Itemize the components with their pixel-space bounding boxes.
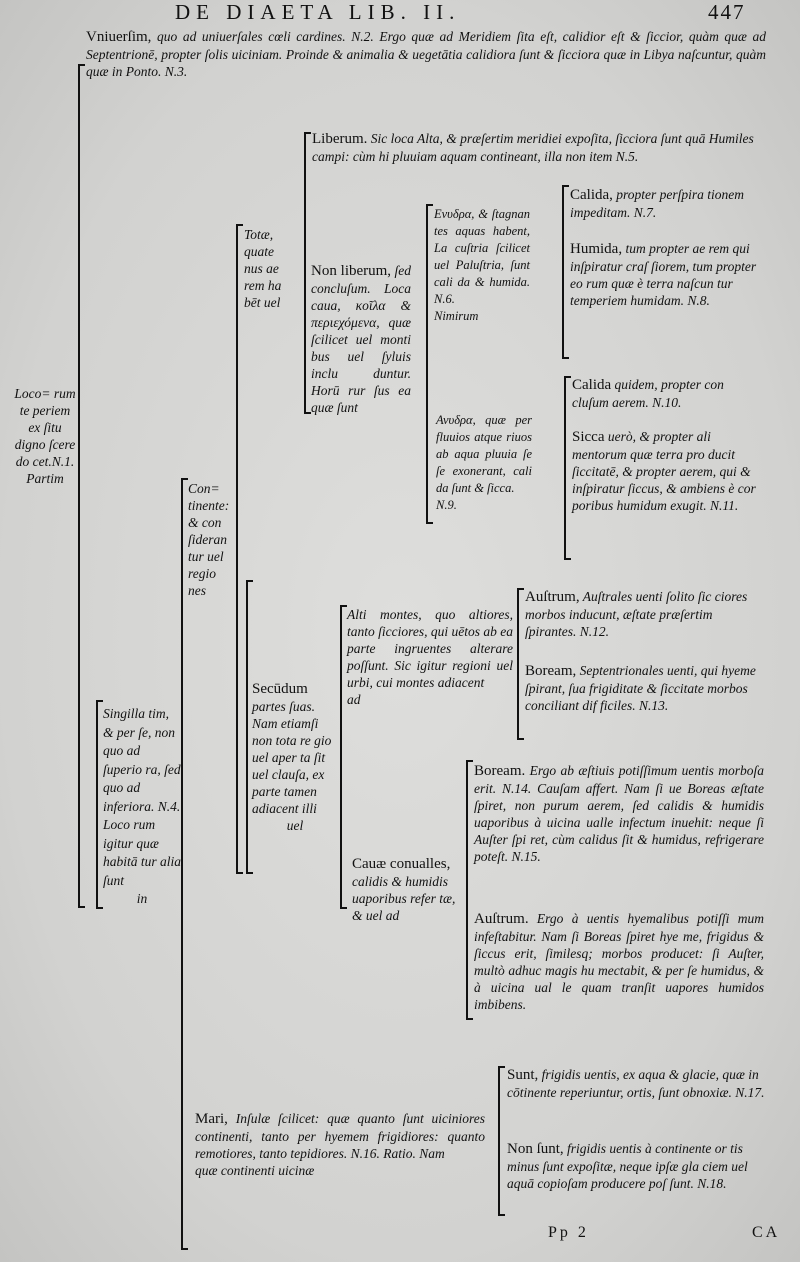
bracket-singillatim bbox=[96, 700, 103, 909]
signature-mark: Pp 2 bbox=[548, 1224, 589, 1241]
bracket-main bbox=[78, 64, 85, 908]
bracket-austrum-boream bbox=[517, 588, 524, 740]
block-non-sunt-n18: Non ſunt, frigidis uentis à continente o… bbox=[507, 1141, 748, 1191]
block-humida-n8: Humida, tum propter ae rem qui inſpiratu… bbox=[570, 241, 757, 308]
block-anudrae: Ανυδρα, quæ per fluuios atque riuos ab a… bbox=[436, 413, 532, 512]
block-austrum-n12: Auſtrum, Auſtrales uenti ſolito ſic cior… bbox=[525, 589, 748, 639]
bracket-continente bbox=[181, 478, 188, 1250]
page-number: 447 bbox=[708, 0, 746, 24]
block-austrum-n16: Auſtrum. Ergo à uentis hyemalibus potiſſ… bbox=[474, 911, 764, 1012]
bracket-boream-austrum bbox=[466, 760, 473, 1020]
block-secundum: Secūdum partes ſuas. Nam etiamſi non tot… bbox=[252, 681, 332, 833]
bracket-sunt bbox=[498, 1066, 505, 1216]
block-enudrae: Ενυδρα, & ſtagnan tes aquas habent, La c… bbox=[434, 207, 530, 323]
block-locorum: Loco= rum te periem ex ſitu digno ſcere … bbox=[14, 386, 76, 486]
block-calida-n7: Calida, propter perſpira tionem impedita… bbox=[570, 187, 745, 220]
running-head: DE DIAETA LIB. II. bbox=[175, 0, 461, 24]
bracket-liberum bbox=[304, 132, 311, 414]
block-mari: Mari, Inſulæ ſcilicet: quæ quanto ſunt u… bbox=[195, 1111, 485, 1178]
block-vniuersim: Vniuerſim, quo ad uniuerſales cœli cardi… bbox=[86, 29, 767, 79]
block-alti-montes: Alti montes, quo altiores, tanto ſiccior… bbox=[347, 607, 513, 707]
block-singillatim: Singilla tim, & per ſe, non quo ad ſuper… bbox=[103, 706, 182, 906]
catchword: CA bbox=[752, 1224, 781, 1241]
block-calida-n10: Calida quidem, propter con cluſum aerem.… bbox=[572, 377, 724, 410]
bracket-secundum bbox=[246, 580, 253, 874]
block-sicca-n11: Sicca uerò, & propter ali mentorum quæ t… bbox=[572, 429, 756, 513]
block-boream-n14-n15: Boream. Ergo ab æſtiuis potiſſimum uenti… bbox=[474, 763, 764, 864]
block-sunt-n17: Sunt, frigidis uentis, ex aqua & glacie,… bbox=[507, 1067, 765, 1100]
block-totae: Totæ, quate nus ae rem ha bēt uel bbox=[244, 227, 282, 310]
block-cauae-conualles: Cauæ conualles, calidis & humidis uapori… bbox=[352, 856, 456, 923]
block-continente: Con= tinente: & con ſideran tur uel regi… bbox=[188, 481, 230, 598]
bracket-calida-sicca bbox=[564, 376, 571, 560]
bracket-enudrae bbox=[426, 204, 433, 524]
bracket-calida-humida bbox=[562, 185, 569, 359]
bracket-alti-cauae bbox=[340, 605, 347, 909]
block-non-liberum: Non liberum, ſed concluſum. Loca caua, κ… bbox=[311, 263, 411, 415]
block-liberum: Liberum. Sic loca Alta, & præſertim meri… bbox=[312, 131, 754, 164]
block-boream-n13: Boream, Septentrionales uenti, qui hyeme… bbox=[525, 663, 756, 713]
bracket-totae bbox=[236, 224, 243, 874]
